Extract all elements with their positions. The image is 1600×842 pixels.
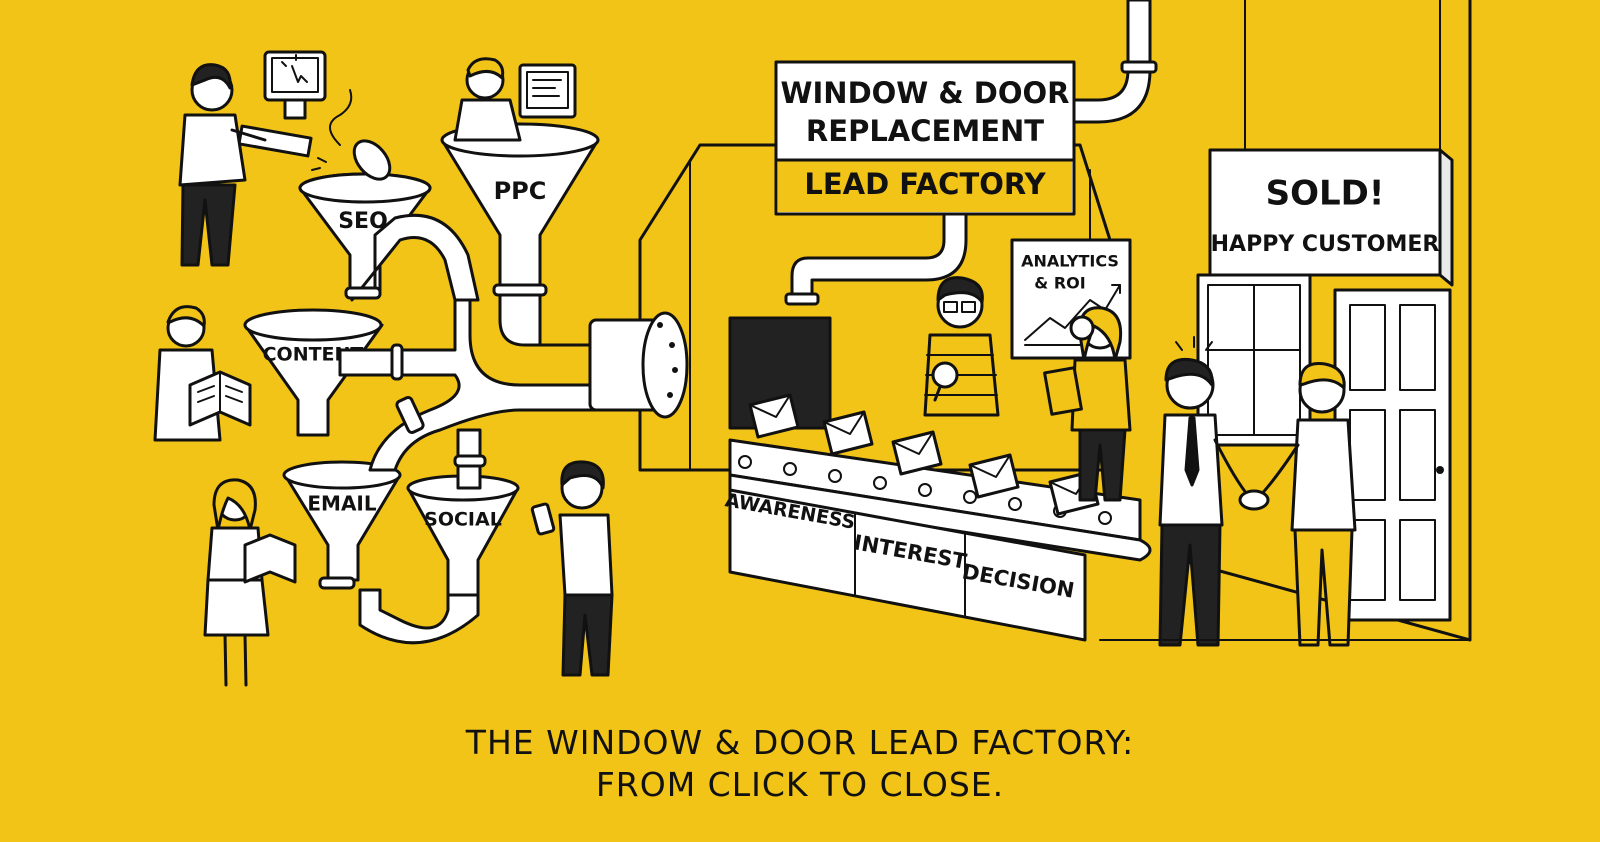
person-in-ppc-funnel [453,57,577,142]
funnel-seo: SEO [298,172,432,292]
envelope-icon [968,453,1020,499]
salesman [1158,357,1252,647]
funnel-content-label: CONTENT [263,344,364,366]
funnel-ppc-label: PPC [494,177,547,205]
person-reading-content [153,305,252,442]
analyst-with-clipboard [1043,306,1132,502]
envelope-icon [822,410,874,456]
sold-sign: SOLD! HAPPY CUSTOMER [1208,148,1454,287]
envelope-icon [891,430,943,476]
overhead-pipe [1068,0,1158,124]
funnel-social-label: SOCIAL [424,509,502,531]
sold-sign-line2: HAPPY CUSTOMER [1211,232,1440,257]
factory-sign-line3: LEAD FACTORY [804,167,1046,201]
analyst-with-magnifier [923,276,1000,417]
person-reading-email [203,478,297,687]
sign-pipe [784,212,968,306]
door-icon [1333,288,1452,622]
sold-sign-line1: SOLD! [1266,174,1385,214]
funnel-social: SOCIAL [406,474,520,597]
factory-sign: WINDOW & DOOR REPLACEMENT LEAD FACTORY [774,60,1076,216]
factory-sign-line1: WINDOW & DOOR [781,76,1070,110]
person-at-computer [178,50,327,267]
showroom [1178,0,1472,642]
customer [1256,361,1357,647]
pipe-network [318,213,689,645]
person-with-phone [530,460,614,677]
funnel-email: EMAIL [282,460,402,582]
factory-sign-line2: REPLACEMENT [806,114,1044,148]
caption-line1: THE WINDOW & DOOR LEAD FACTORY: [465,723,1135,762]
window-icon [1196,273,1312,447]
mouse-icon [311,89,392,181]
analytics-line1: ANALYTICS [1021,252,1119,271]
envelope-icon [748,393,800,439]
caption: THE WINDOW & DOOR LEAD FACTORY: FROM CLI… [0,722,1600,806]
funnel-email-label: EMAIL [307,492,376,516]
handshake-icon [1175,336,1270,511]
analytics-line2: & ROI [1034,274,1085,293]
caption-line2: FROM CLICK TO CLOSE. [595,765,1005,804]
